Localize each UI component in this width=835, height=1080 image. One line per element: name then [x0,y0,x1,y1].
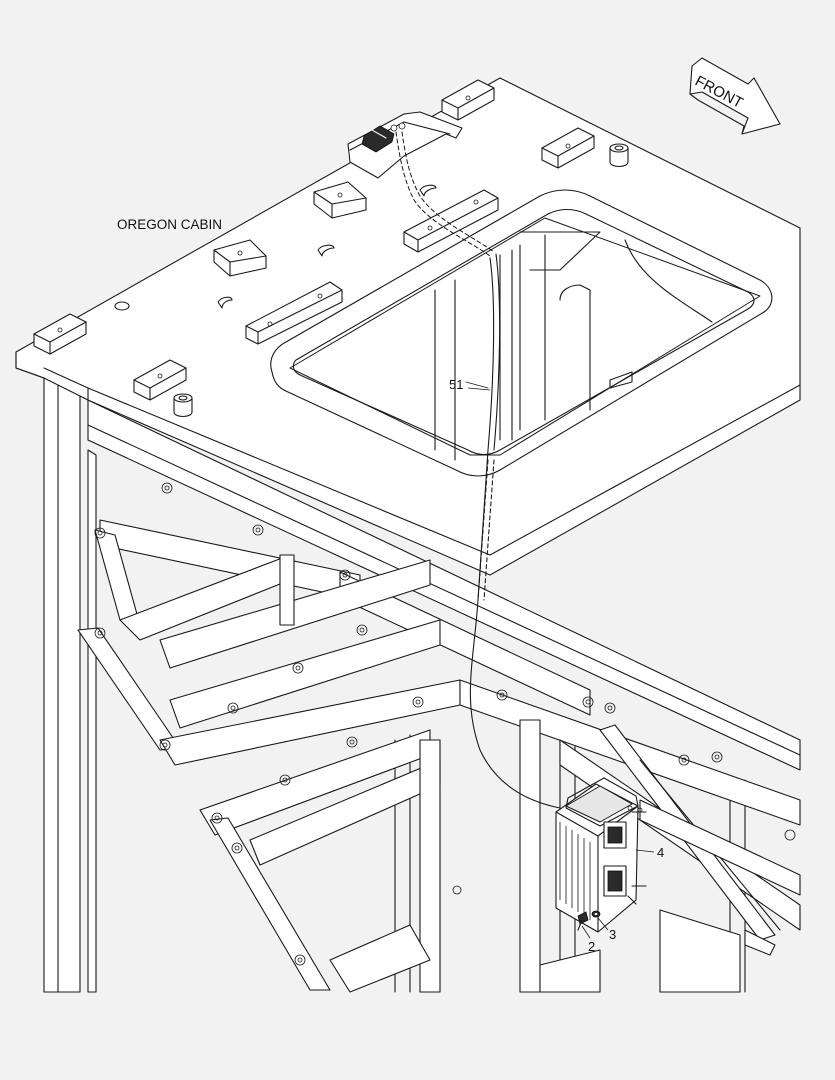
callout-51: 51 [449,377,463,392]
cabin-frame [43,367,801,993]
module-4 [555,777,647,933]
leader-lines [467,387,655,939]
harness-51 [395,131,561,809]
callout-2: 2 [588,939,595,954]
cabin-roof [15,77,801,576]
callout-4: 4 [657,845,664,860]
roof-pads [33,79,595,401]
front-arrow-icon: FRONT [689,57,781,135]
antenna-bracket [347,111,463,179]
roof-studs [114,143,629,418]
cabin-label: OREGON CABIN [117,217,222,232]
screw-2 [577,911,589,931]
washer-3 [591,910,601,918]
callout-3: 3 [609,927,616,942]
